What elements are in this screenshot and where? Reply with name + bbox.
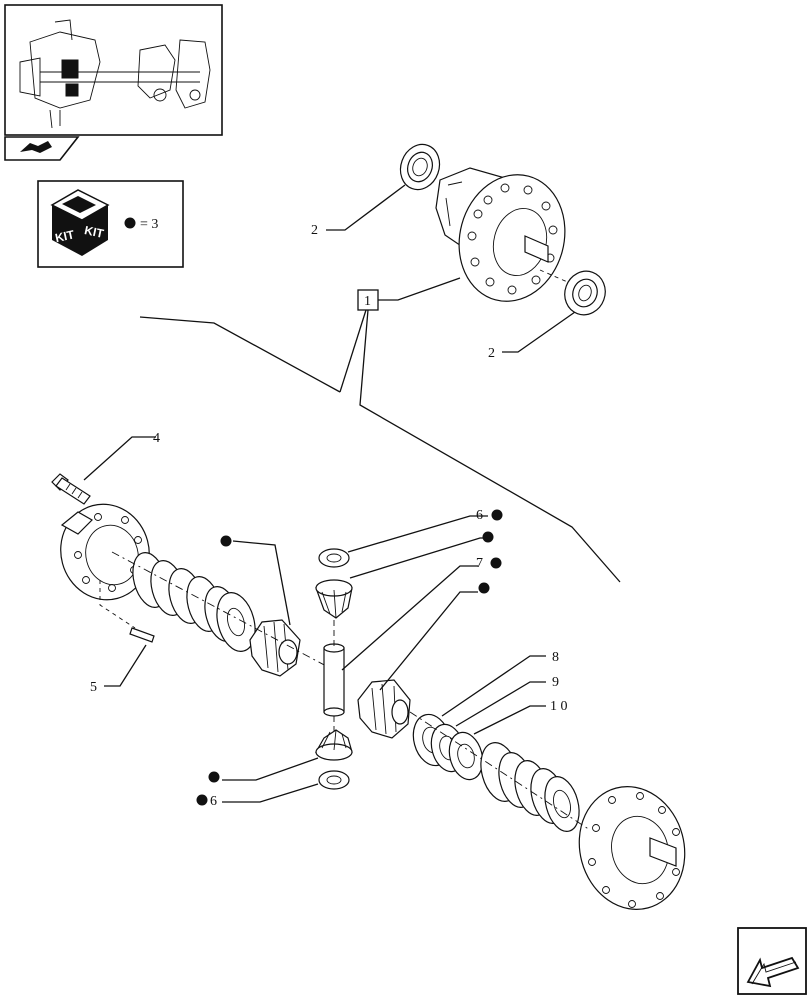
callout-bolt: 4 [153,431,160,446]
bolt[interactable] [51,473,91,505]
pin[interactable] [129,627,155,643]
left-case-half[interactable] [50,494,160,610]
left-side-gear[interactable] [249,619,301,677]
top-washer[interactable] [318,548,350,568]
callout-bottom-washer: 6 [210,794,217,809]
callout-shaft: 7 [476,556,483,571]
callout-upper-bearing: 2 [311,223,318,238]
kit-label-right: KIT [83,223,105,241]
kit-bullet-top-washer [491,509,503,521]
cross-shaft[interactable] [323,643,345,717]
right-side-gear[interactable] [357,679,411,739]
callout-top-washer: 6 [476,508,483,523]
arrow-icon [746,956,800,988]
kit-bullet-left-gear [220,535,232,547]
back-arrow-button[interactable] [737,927,807,995]
right-case-half[interactable] [566,775,699,922]
lower-bearing[interactable] [559,265,612,320]
kit-bullet-right-gear [478,582,490,594]
top-pinion-gear[interactable] [315,579,353,619]
navigation-tab[interactable] [4,136,80,161]
reference-box[interactable]: 1 [357,289,379,311]
callout-shim-a: 8 [552,650,559,665]
kit-box-icon: KIT KIT [50,189,110,256]
callout-lower-bearing: 2 [488,346,495,361]
kit-legend-box: KIT KIT = 3 [37,180,184,268]
callout-pin: 5 [90,680,97,695]
kit-bullet-shaft [490,557,502,569]
bottom-pinion-gear[interactable] [314,729,353,761]
callout-shim-b: 9 [552,675,559,690]
axle-thumbnail[interactable] [4,4,223,136]
reference-label: 1 [364,294,371,309]
right-clutch-pack[interactable] [475,738,585,835]
upper-bearing[interactable] [394,139,445,195]
bottom-washer[interactable] [318,770,350,790]
callout-shim-c: 1 0 [550,699,568,714]
kit-bullet-top-pinion [482,531,494,543]
kit-bullet-bottom-pinion [208,771,220,783]
left-clutch-pack[interactable] [127,549,261,656]
shim-10[interactable] [444,729,487,784]
kit-bullet-icon [124,217,136,229]
differential-case-assembly[interactable] [394,139,611,321]
kit-bullet-bottom-washer [196,794,208,806]
kit-legend-text: = 3 [140,217,158,232]
kit-label-left: KIT [54,227,76,245]
